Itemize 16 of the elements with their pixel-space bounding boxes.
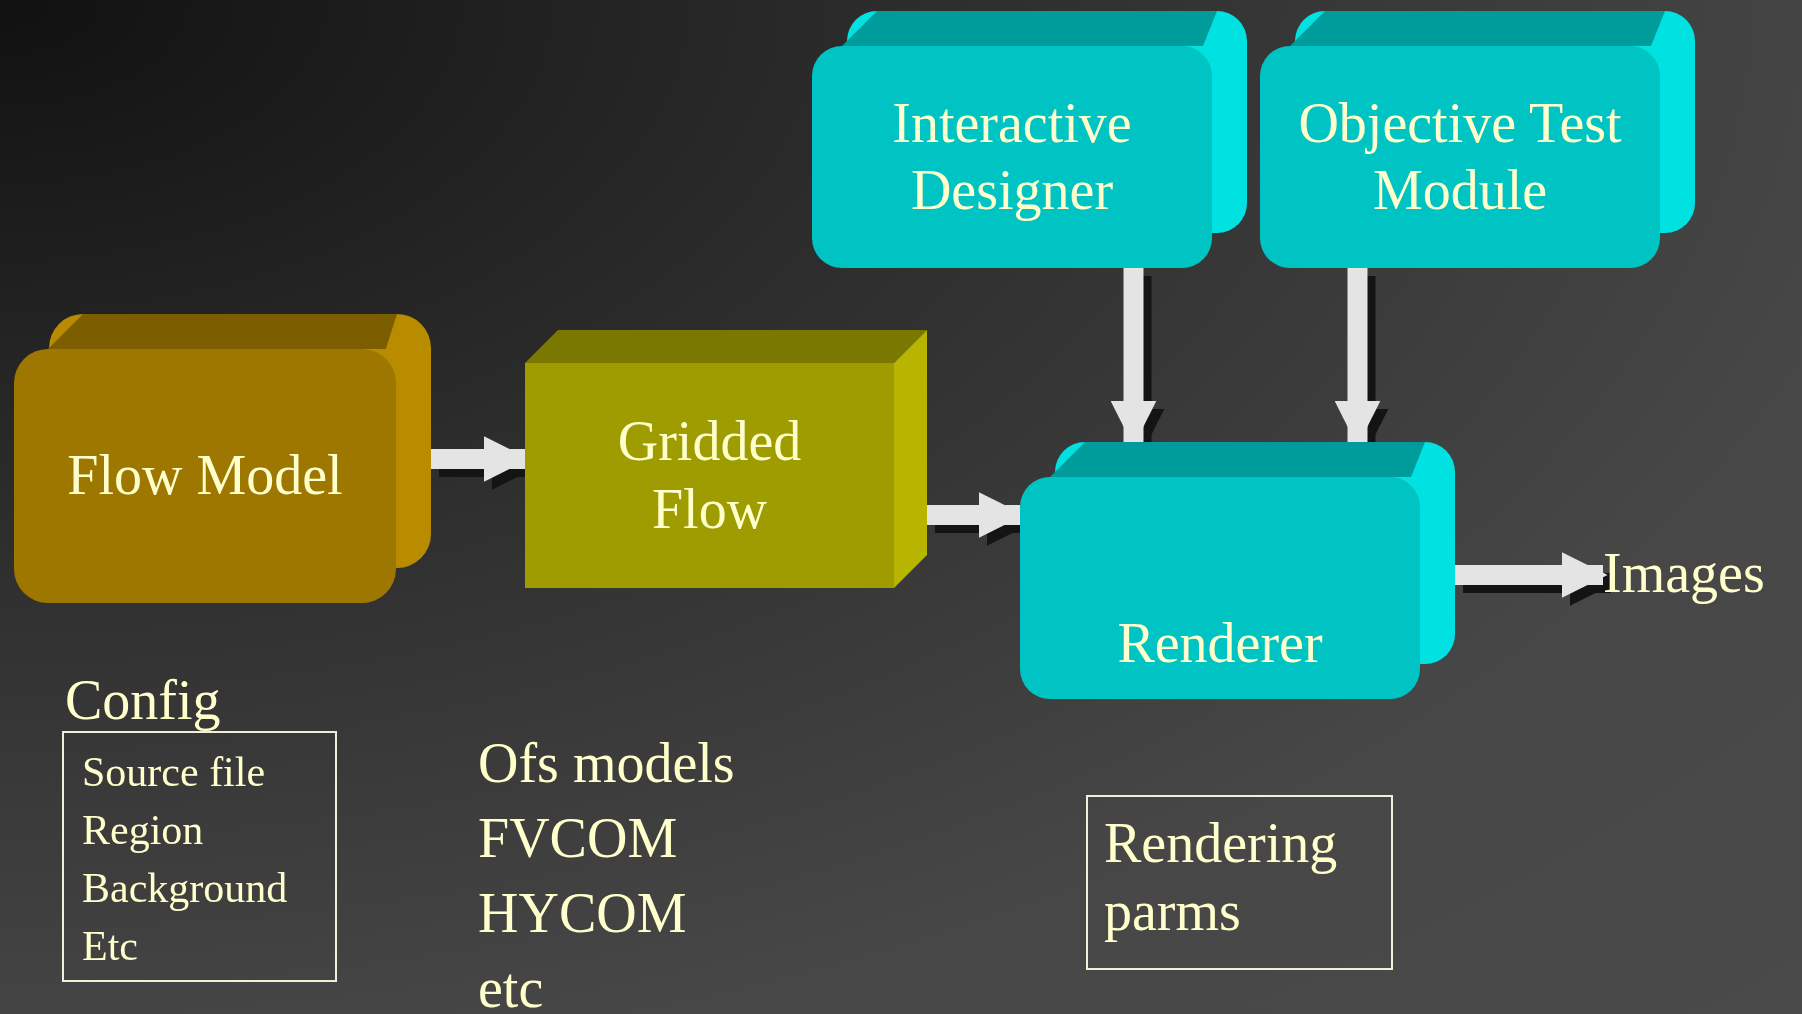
framed-note: Rendering parms [1086,795,1393,970]
model-name: etc [478,956,545,1014]
list-item: Region [82,806,205,855]
list-item: Etc [82,922,139,971]
block-title: Interactive Designer [891,90,1133,223]
output-label: Images [1603,542,1765,604]
model-name: HYCOM [478,881,688,946]
block-title: Objective Test Module [1297,90,1623,223]
model-name: Ofs models [478,731,735,796]
model-name: FVCOM [478,806,679,871]
list-item: Source file [82,748,267,797]
block-title: Renderer [1117,610,1323,676]
block-arrow [1455,552,1608,598]
list-item: Background [82,864,289,913]
block-title: Gridded Flow [616,409,803,542]
block-title: Flow Model [67,443,343,509]
